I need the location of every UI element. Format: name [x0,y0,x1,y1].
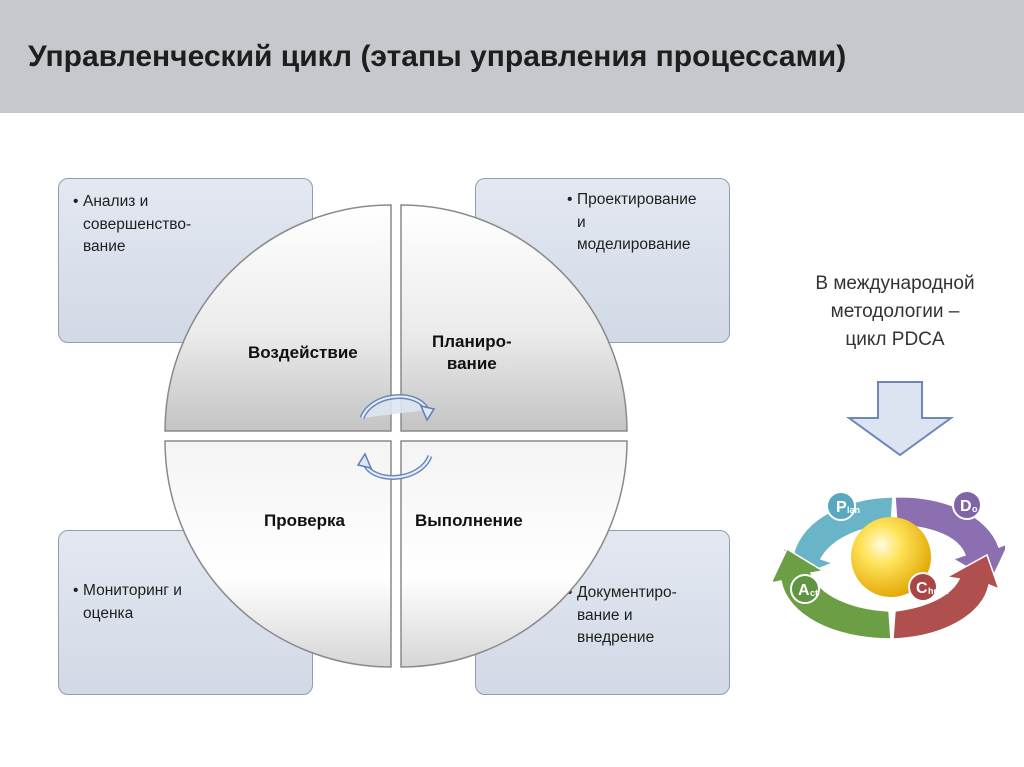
box-line: совершенство- [83,215,192,233]
quadrant-label-planning: Планиро- вание [432,331,512,375]
quadrant-check [164,440,392,668]
note-line: цикл PDCA [845,329,945,350]
pdca-center-ball [851,517,931,597]
pdca-act-segment [773,547,892,640]
bullet: • [73,193,79,210]
note-line: В международной [815,273,975,294]
pdca-do-badge: D o [952,490,982,520]
pdca-plan-suffix: lan [847,505,860,515]
pdca-check-suffix: heck [928,586,950,596]
box-line: оценка [83,604,134,622]
pdca-do-suffix: o [972,504,978,514]
label-line: Планиро- [432,332,512,351]
pdca-act-suffix: ct [810,588,818,598]
header-bar [0,0,1024,113]
quadrant-label-check: Проверка [264,511,346,530]
down-arrow-icon [845,381,955,457]
box-line: Документиро- [577,584,677,601]
bullet: • [567,191,573,208]
box-line: Анализ и [83,193,149,210]
pdca-check-segment [892,553,1001,640]
box-line: моделирование [577,236,691,253]
pdca-plan-badge: P lan [826,491,860,521]
quadrant-label-impact: Воздействие [248,343,358,362]
box-line: внедрение [577,629,655,646]
pdca-act-letter: A [798,582,810,599]
box-line: Мониторинг и [83,582,182,599]
circular-arrows-icon [356,394,436,480]
quadrant-planning [400,204,628,432]
quadrant-label-execution: Выполнение [415,511,523,530]
pdca-act-badge: A ct [790,574,820,604]
label-line: вание [446,354,497,373]
quadrant-execution [400,440,628,668]
bullet: • [73,582,79,599]
box-line: вание [83,238,126,255]
box-line: Проектирование [577,191,697,208]
box-line: вание и [577,606,633,624]
quadrant-impact [164,204,392,432]
note-line: методологии – [830,301,960,322]
pdca-note: В международной методологии – цикл PDCA [780,270,1010,354]
box-line: и [577,213,586,231]
pdca-check-letter: C [916,580,928,597]
pdca-plan-letter: P [836,499,847,516]
pdca-cycle-graphic: P lan D o C heck A ct [773,490,1005,640]
pdca-check-badge: C heck [908,572,950,602]
pdca-do-letter: D [960,498,972,515]
page-title: Управленческий цикл (этапы управления пр… [28,40,847,73]
